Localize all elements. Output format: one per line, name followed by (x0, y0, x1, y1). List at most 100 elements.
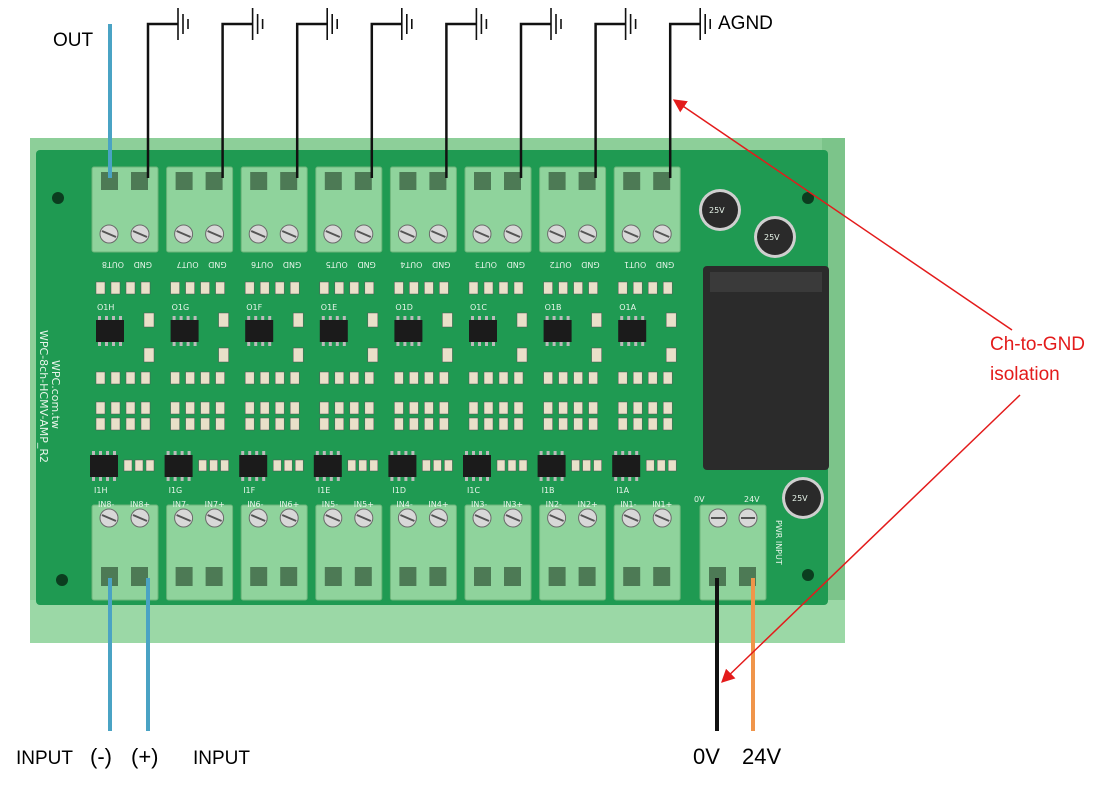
label-input-right: INPUT (193, 748, 250, 769)
output-terminal-block (91, 166, 159, 253)
opamp-ic (618, 316, 647, 346)
dcdc-module-top (710, 272, 822, 292)
output-pin-label: OUT3 (475, 260, 497, 269)
opamp-ic (96, 316, 124, 346)
label-plus: (+) (131, 744, 159, 769)
output-pin-label: OUT8 (102, 260, 124, 269)
ic-ref-label: I1F (243, 486, 255, 495)
isolator-ic (388, 451, 417, 481)
output-pin-label: OUT2 (549, 260, 571, 269)
ic-ref-label: I1C (467, 486, 480, 495)
pwr-24v-silk: 24V (744, 495, 760, 504)
gnd-pin-label: GND (208, 260, 226, 269)
ic-ref-label: O1F (246, 303, 262, 312)
ground-symbol-icon (550, 8, 562, 40)
mount-hole-top-right (802, 192, 814, 204)
output-terminal-block (613, 166, 681, 253)
ground-symbol-icon (326, 8, 339, 40)
gnd-pin-label: GND (656, 260, 674, 269)
ic-ref-label: O1B (545, 303, 562, 312)
label-input-left: INPUT (16, 748, 73, 769)
isolator-ic (239, 451, 268, 481)
input-terminal-block (613, 504, 681, 601)
opamp-ic (170, 316, 199, 346)
capacitor-c16: 25V (699, 189, 741, 231)
gnd-pin-label: GND (357, 260, 375, 269)
output-terminal-block (539, 166, 607, 253)
label-0v: 0V (693, 744, 720, 769)
input-terminal-block (389, 504, 457, 601)
gnd-wire (519, 8, 562, 178)
ground-symbol-icon (624, 8, 637, 40)
svg-text:25V: 25V (792, 494, 808, 503)
smd-components (468, 281, 528, 472)
output-pin-label: OUT1 (624, 260, 646, 269)
input-plus-pin-label: IN4+ (428, 500, 448, 509)
output-pin-label: OUT7 (176, 260, 198, 269)
gnd-wire (668, 8, 712, 178)
output-pin-label: OUT5 (326, 260, 348, 269)
isolator-ic (90, 451, 118, 481)
gnd-pin-label: GND (134, 260, 152, 269)
gnd-wire (445, 8, 488, 178)
callout-arrow-0v (721, 394, 1021, 683)
ground-symbol-icon (251, 8, 264, 40)
capacitor-c12: 25V (782, 477, 824, 519)
ground-symbol-icon (400, 8, 413, 40)
input-minus-pin-label: IN2- (546, 500, 562, 509)
input-plus-pin-label: IN8+ (130, 500, 150, 509)
board-brand: WPC.com.tw (49, 360, 62, 429)
label-agnd: AGND (718, 13, 773, 34)
output-terminal-block (166, 166, 234, 253)
input-plus-pin-label: IN1+ (652, 500, 672, 509)
callout-text-line1: Ch-to-GND (990, 334, 1085, 355)
ground-symbol-icon (699, 8, 712, 40)
smd-components (617, 281, 677, 472)
input-plus-pin-label: IN2+ (578, 500, 598, 509)
board-model: WPC-8ch-HCMV-AMP_R2 (37, 330, 50, 463)
smd-components (394, 281, 453, 472)
isolator-ic (164, 451, 193, 481)
ic-ref-label: O1D (395, 303, 413, 312)
smd-components (543, 281, 602, 472)
opamp-ic (319, 316, 348, 346)
input-plus-pin-label: IN5+ (354, 500, 374, 509)
svg-text:25V: 25V (709, 206, 725, 215)
smd-components (95, 281, 155, 472)
capacitor-c14: 25V (754, 216, 796, 258)
ic-ref-label: O1A (619, 303, 636, 312)
mount-hole-top-left (52, 192, 64, 204)
output-terminal-block (315, 166, 383, 253)
isolator-ic (313, 451, 342, 481)
callout-arrow-agnd (672, 99, 1013, 331)
power-terminal-block (699, 504, 767, 601)
ic-ref-label: I1B (542, 486, 555, 495)
svg-text:25V: 25V (764, 233, 780, 242)
mount-hole-bottom-left (56, 574, 68, 586)
input-plus-pin-label: IN3+ (503, 500, 523, 509)
label-out: OUT (53, 30, 94, 51)
ground-symbol-icon (177, 8, 189, 40)
dcdc-module (703, 266, 829, 470)
pwr-input-silk: PWR INPUT (774, 520, 783, 565)
input-terminal-block (315, 504, 383, 601)
input-terminal-block (166, 504, 234, 601)
gnd-wire (295, 8, 339, 178)
gnd-pin-label: GND (432, 260, 450, 269)
ground-symbol-icon (475, 8, 488, 40)
input-terminal-block (464, 504, 532, 601)
gnd-wire (221, 8, 264, 178)
input-minus-pin-label: IN3- (471, 500, 487, 509)
mount-hole-bottom-right (802, 569, 814, 581)
opamp-ic (245, 316, 274, 346)
isolator-ic (463, 451, 491, 481)
label-24v: 24V (742, 744, 781, 769)
pwr-0v-silk: 0V (694, 495, 705, 504)
